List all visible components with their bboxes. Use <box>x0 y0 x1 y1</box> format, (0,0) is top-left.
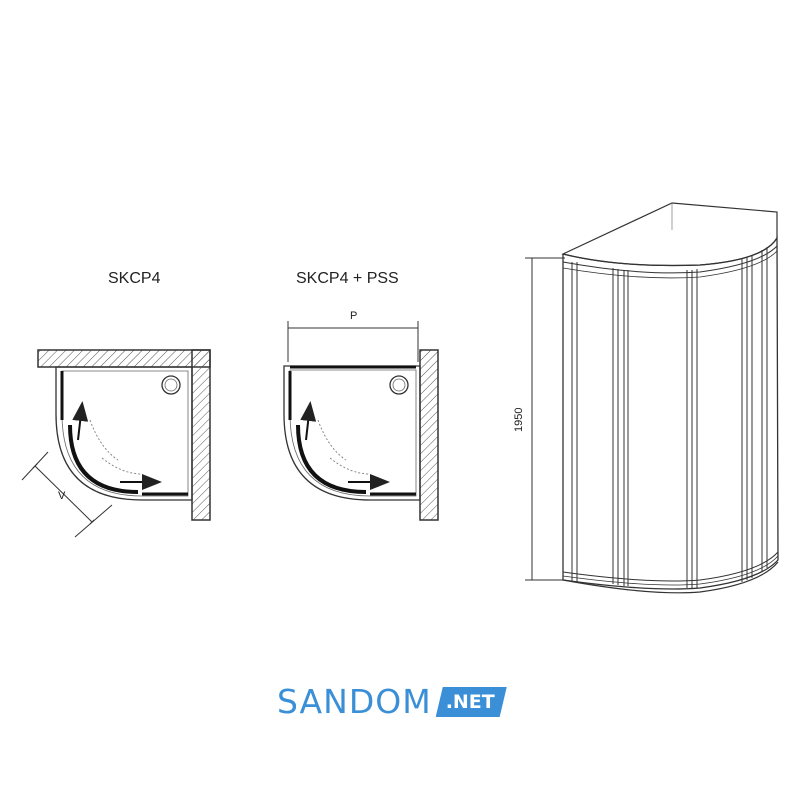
left-plan-opening-arrows <box>72 401 162 490</box>
elevation-profiles <box>571 247 768 588</box>
left-plan-walls <box>37 349 211 521</box>
left-plan: SKCP4 V <box>21 270 211 538</box>
middle-plan: SKCP4 + PSS P <box>283 270 439 521</box>
middle-plan-door-inner <box>296 424 367 494</box>
elevation-top <box>561 202 778 267</box>
left-plan-tray <box>55 366 193 501</box>
middle-plan-drain-icon <box>389 375 409 395</box>
middle-plan-wall <box>419 349 439 521</box>
elevation-height-dimension <box>525 257 565 581</box>
middle-plan-title: SKCP4 + PSS <box>296 270 399 287</box>
logo-suffix: .NET <box>435 687 507 717</box>
middle-plan-tray <box>283 365 421 501</box>
left-plan-dimension-label: V <box>58 490 66 502</box>
middle-plan-opening-arrows <box>300 401 390 490</box>
elevation-height-label: 1950 <box>513 408 525 432</box>
left-plan-title: SKCP4 <box>108 270 161 287</box>
middle-plan-dimension-label: P <box>350 310 357 322</box>
middle-plan-dimension <box>287 321 419 362</box>
logo-name: SANDOM <box>277 682 432 721</box>
left-plan-dimension <box>21 451 113 538</box>
left-plan-drain-icon <box>161 375 181 395</box>
elevation-view: 1950 <box>513 202 779 594</box>
sandom-logo: SANDOM .NET <box>277 682 507 722</box>
elevation-frame <box>562 235 779 590</box>
